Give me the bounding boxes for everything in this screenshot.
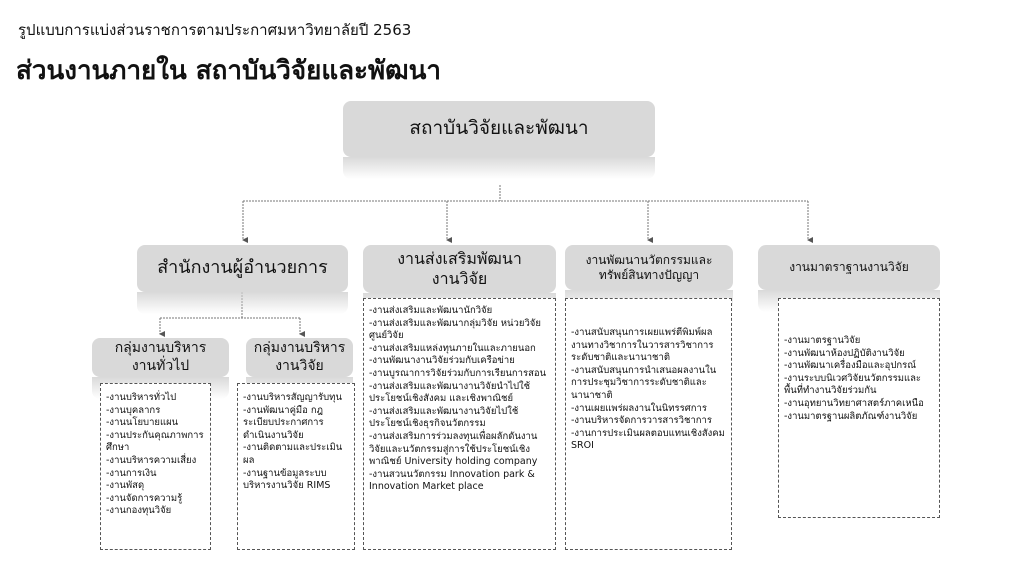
task-item: -งานกองทุนวิจัย: [106, 505, 172, 517]
unit-research-standards-tasks: -งานมาตรฐานวิจัย-งานพัฒนาห้องปฏิบัติงานว…: [778, 298, 940, 518]
task-item: -งานสวนนวัตกรรม Innovation park & Innova…: [369, 468, 535, 493]
task-item: -งานพัฒนาห้องปฏิบัติงานวิจัย: [784, 347, 905, 359]
group-label: กลุ่มงานบริหารงานทั่วไป: [114, 340, 207, 374]
group-general-admin: กลุ่มงานบริหารงานทั่วไป: [92, 338, 229, 399]
task-item: -งานส่งเสริมการร่วมลงทุนเพื่อผลักดันงานว…: [369, 430, 538, 468]
root-node: สถาบันวิจัยและพัฒนา: [343, 101, 655, 179]
unit-director-office: สำนักงานผู้อำนวยการ: [137, 245, 348, 314]
task-item: -งานเผยแพร่ผลงานในนิทรรศการ: [571, 402, 707, 414]
unit-label: งานมาตราฐานงานวิจัย: [789, 260, 909, 274]
task-item: -งานประกันคุณภาพการศึกษา: [106, 429, 204, 454]
task-item: -งานบริหารทั่วไป: [106, 392, 177, 403]
task-item: -งานการประเมินผลตอบแทนเชิงสังคม SROI: [571, 427, 725, 452]
unit-innovation-ip: งานพัฒนานวัตกรรมและทรัพย์สินทางปัญญา: [565, 245, 733, 312]
page-subtitle: รูปแบบการแบ่งส่วนราชการตามประกาศมหาวิทยา…: [18, 21, 412, 39]
task-item: -งานฐานข้อมูลระบบบริหารงานวิจัย RIMS: [243, 467, 331, 492]
task-item: -งานมาตรฐานผลิตภัณฑ์งานวิจัย: [784, 410, 918, 422]
unit-label: สำนักงานผู้อำนวยการ: [157, 257, 328, 279]
group-label: กลุ่มงานบริหารงานวิจัย: [253, 340, 346, 374]
group-general-admin-tasks: -งานบริหารทั่วไป-งานบุคลากร-งานนโยบายแผน…: [100, 383, 211, 550]
unit-research-promotion: งานส่งเสริมพัฒนางานวิจัย: [363, 245, 556, 315]
task-item: -งานบูรณาการวิจัยร่วมกับการเรียนการสอน: [369, 367, 547, 379]
task-item: -งานนโยบายแผน: [106, 417, 179, 429]
task-item: -งานบริหารความเสี่ยง: [106, 454, 197, 466]
task-item: -งานส่งเสริมและพัฒนากลุ่มวิจัย หน่วยวิจั…: [369, 317, 541, 342]
task-item: -งานส่งเสริมแหล่งทุนภายในและภายนอก: [369, 342, 536, 354]
unit-research-standards: งานมาตราฐานงานวิจัย: [758, 245, 940, 312]
task-item: -งานส่งเสริมและพัฒนานักวิจัย: [369, 305, 493, 316]
task-item: -งานพัฒนางานวิจัยร่วมกับเครือข่าย: [369, 355, 515, 367]
root-label: สถาบันวิจัยและพัฒนา: [409, 117, 589, 140]
task-item: -งานสนับสนุนการเผยแพร่ตีพิมพ์ผลงานทางวิช…: [571, 327, 714, 364]
task-item: -งานจัดการความรู้: [106, 492, 183, 504]
task-item: -งานมาตรฐานวิจัย: [784, 335, 861, 346]
task-item: -งานบริหารจัดการวารสารวิชาการ: [571, 415, 712, 427]
task-item: -งานติดตามและประเมินผล: [243, 442, 343, 466]
page-title: ส่วนงานภายใน สถาบันวิจัยและพัฒนา: [16, 56, 442, 86]
task-item: -งานพัสดุ: [106, 480, 145, 492]
unit-innovation-ip-tasks: -งานสนับสนุนการเผยแพร่ตีพิมพ์ผลงานทางวิช…: [565, 298, 732, 550]
task-item: -งานส่งเสริมและพัฒนางานวิจัยไปใช้ประโยชน…: [369, 405, 519, 430]
unit-label: งานส่งเสริมพัฒนางานวิจัย: [397, 249, 522, 288]
task-item: -งานพัฒนาเครื่องมือและอุปกรณ์: [784, 360, 917, 372]
task-item: -งานสนับสนุนการนำเสนอผลงานในการประชุมวิช…: [571, 364, 717, 401]
unit-label: งานพัฒนานวัตกรรมและทรัพย์สินทางปัญญา: [585, 252, 713, 282]
task-item: -งานบริหารสัญญารับทุน: [243, 392, 342, 403]
task-item: -งานบุคลากร: [106, 404, 161, 416]
task-item: -งานการเงิน: [106, 467, 157, 479]
task-item: -งานส่งเสริมและพัฒนางานวิจัยนำไปใช้ประโย…: [369, 380, 531, 405]
group-research-admin-tasks: -งานบริหารสัญญารับทุน-งานพัฒนาคู่มือ กฎร…: [237, 383, 355, 550]
group-research-admin: กลุ่มงานบริหารงานวิจัย: [246, 338, 353, 399]
task-item: -งานพัฒนาคู่มือ กฎระเบียบประกาศการดำเนิน…: [243, 404, 324, 441]
task-item: -งานอุทยานวิทยาศาสตร์ภาคเหนือ: [784, 397, 924, 409]
unit-research-promotion-tasks: -งานส่งเสริมและพัฒนานักวิจัย-งานส่งเสริม…: [363, 298, 556, 550]
task-item: -งานระบบนิเวศวิจัยนวัตกรรมและพื้นที่ทำงา…: [784, 372, 921, 397]
